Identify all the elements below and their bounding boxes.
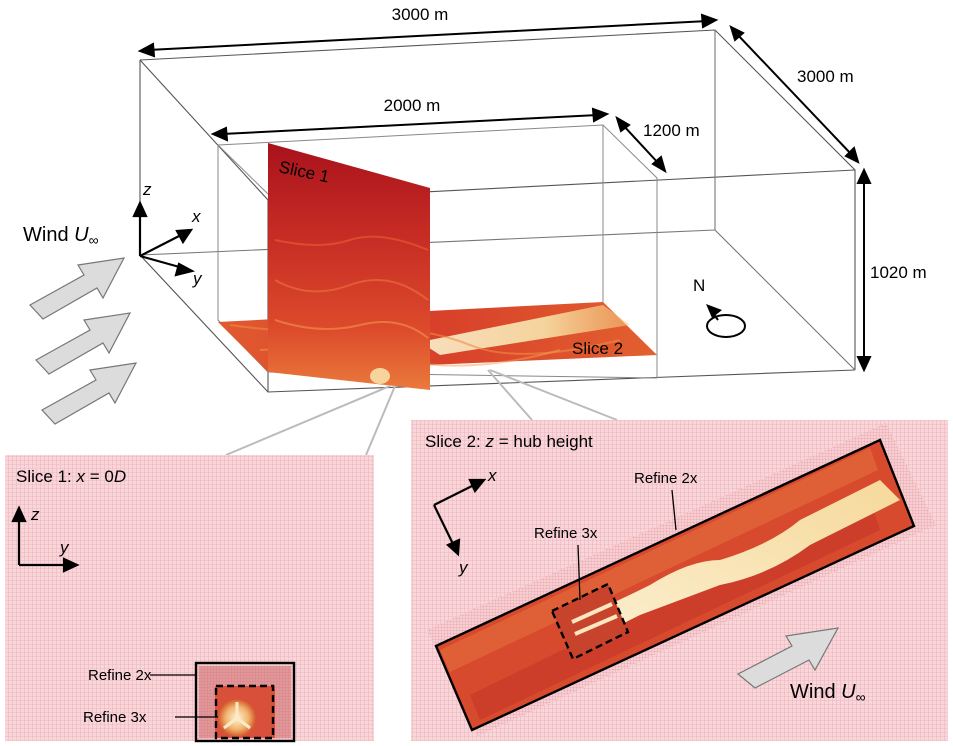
wind-arrow-icon bbox=[29, 257, 126, 320]
panel-1-title: Slice 1: x = 0D bbox=[16, 467, 126, 486]
wind-prefix-2: Wind bbox=[790, 681, 841, 703]
panel-slice-1 bbox=[5, 455, 374, 743]
p2-refine-2x-label: Refine 2x bbox=[634, 470, 698, 487]
p2-axis-x-label: x bbox=[487, 466, 497, 485]
domain-width-label: 3000 m bbox=[797, 67, 854, 86]
refine-2x-box-p1 bbox=[194, 661, 296, 743]
panel-1-title-var: x bbox=[75, 467, 85, 486]
panel-2-title-var: z bbox=[484, 432, 494, 451]
north-compass-icon bbox=[706, 304, 746, 338]
north-label: N bbox=[693, 276, 705, 295]
panel-1-title-unit: D bbox=[114, 467, 126, 486]
wind-subscript-2: ∞ bbox=[856, 689, 866, 705]
wind-arrows bbox=[29, 257, 138, 425]
wind-prefix: Wind bbox=[23, 224, 74, 246]
wind-subscript: ∞ bbox=[89, 232, 99, 248]
axes-2d-icon-p1 bbox=[11, 505, 80, 573]
panel-2-title: Slice 2: z = hub height bbox=[425, 432, 593, 451]
refine-3x-box-p1 bbox=[214, 684, 275, 740]
panel-2-title-prefix: Slice 2: bbox=[425, 432, 485, 451]
panel-1-title-mid: = 0 bbox=[85, 467, 114, 486]
wind-arrow-icon-p2 bbox=[736, 627, 840, 689]
wind-label-bottom: Wind U∞ bbox=[790, 681, 866, 705]
wind-symbol-2: U bbox=[841, 681, 856, 703]
wind-arrow-icon bbox=[41, 362, 138, 425]
p1-axis-y-label: y bbox=[59, 538, 70, 557]
inner-length-label: 2000 m bbox=[384, 96, 441, 115]
axis-z-label: z bbox=[142, 180, 152, 199]
inner-width-label: 1200 m bbox=[643, 121, 700, 140]
slice-1-plane bbox=[268, 143, 430, 390]
p2-axis-y-label: y bbox=[458, 558, 469, 577]
refine-3x-box-p2 bbox=[550, 582, 630, 661]
p1-refine-2x-label: Refine 2x bbox=[88, 667, 152, 684]
wind-arrow-icon bbox=[35, 312, 132, 375]
axis-x-label: x bbox=[191, 207, 201, 226]
axes-2d-icon-p2 bbox=[433, 478, 487, 557]
domain-height-label: 1020 m bbox=[870, 263, 927, 282]
slice-2-tag: Slice 2 bbox=[572, 339, 623, 358]
wind-label-top: Wind U∞ bbox=[23, 224, 99, 248]
panel-1-title-prefix: Slice 1: bbox=[16, 467, 76, 486]
zoom-leader-lines bbox=[225, 369, 618, 456]
p2-refine-3x-label: Refine 3x bbox=[534, 525, 598, 542]
axis-y-label: y bbox=[192, 269, 203, 288]
wake-region bbox=[575, 480, 900, 640]
refine-2x-box-p2 bbox=[434, 438, 916, 732]
panel-slice-2 bbox=[411, 420, 948, 741]
p1-refine-3x-label: Refine 3x bbox=[83, 709, 147, 726]
p1-axis-z-label: z bbox=[30, 505, 40, 524]
dimension-arrows bbox=[137, 13, 872, 373]
panel-2-title-suffix: = hub height bbox=[494, 432, 593, 451]
wind-symbol: U bbox=[74, 224, 89, 246]
domain-length-label: 3000 m bbox=[392, 5, 449, 24]
axes-3d-icon bbox=[132, 200, 196, 277]
